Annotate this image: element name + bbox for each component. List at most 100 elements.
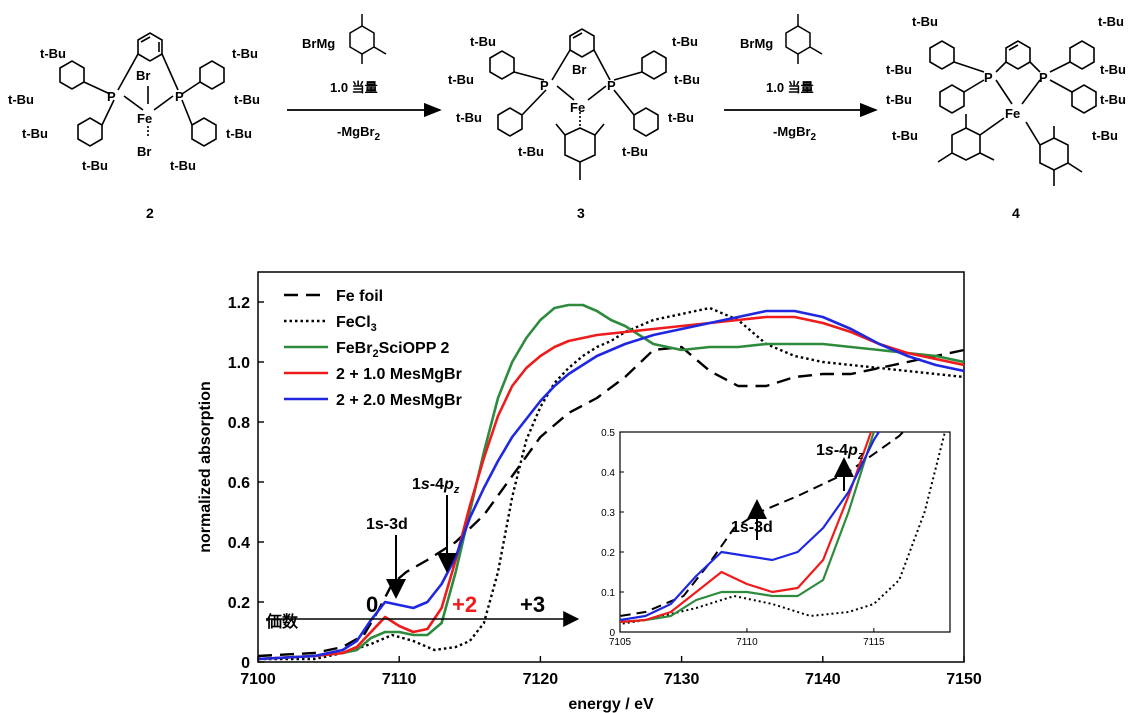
svg-text:t-Bu: t-Bu: [40, 46, 66, 61]
y-tick-label: 0.2: [228, 595, 250, 612]
inset-annotation-1s-4pz: 1s-4pz: [816, 442, 864, 462]
svg-text:t-Bu: t-Bu: [226, 126, 252, 141]
arrow-1-byproduct: -MgBr2: [337, 124, 381, 143]
legend-label-4: 2 + 2.0 MesMgBr: [336, 392, 462, 409]
y-axis-ticks: 0 0.2 0.4 0.6 0.8 1.0 1.2: [228, 295, 264, 672]
inset-y-tick-label: 0.1: [601, 588, 615, 599]
svg-text:Br: Br: [136, 68, 150, 83]
svg-text:t-Bu: t-Bu: [1092, 128, 1118, 143]
svg-text:t-Bu: t-Bu: [518, 144, 544, 159]
reaction-arrow-1: BrMg 1.0 当量 -MgBr2: [287, 14, 442, 143]
legend-label-3: 2 + 1.0 MesMgBr: [336, 366, 462, 383]
svg-text:Fe: Fe: [137, 111, 152, 126]
arrow-2-equiv: 1.0 当量: [766, 80, 814, 95]
series-line-4: [258, 309, 964, 661]
arrow-2-byproduct: -MgBr2: [773, 124, 817, 143]
compound-3-atoms: Br P P Fe t-Bu t-Bu t-Bu t-Bu t-Bu t-Bu …: [448, 34, 700, 159]
inset-y-tick-label: 0.2: [601, 548, 615, 559]
y-tick-label: 0: [241, 655, 250, 672]
svg-text:t-Bu: t-Bu: [232, 46, 258, 61]
annotation-1s-3d: 1s-3d: [366, 516, 408, 533]
svg-text:t-Bu: t-Bu: [886, 62, 912, 77]
valence-label: 価数: [265, 612, 299, 631]
x-tick-label: 7150: [946, 671, 982, 688]
inset-y-tick-label: 0.5: [601, 428, 615, 439]
svg-text:Fe: Fe: [1005, 106, 1020, 121]
valence-plus-2: +2: [452, 592, 477, 617]
svg-text:Br: Br: [572, 62, 586, 77]
svg-text:t-Bu: t-Bu: [8, 92, 34, 107]
legend-label-2: FeBr2SciOPP 2: [336, 340, 450, 360]
y-tick-label: 0.4: [228, 535, 250, 552]
valence-0: 0: [366, 592, 378, 617]
series-line-3: [258, 315, 964, 661]
x-axis-label: energy / eV: [568, 696, 654, 713]
compound-3-structure: [489, 28, 667, 180]
compound-label-4: 4: [1012, 205, 1020, 221]
series-line-1: [258, 306, 964, 661]
arrow-1-equiv: 1.0 当量: [330, 80, 378, 95]
compound-label-3: 3: [577, 205, 585, 221]
y-tick-label: 1.0: [228, 355, 250, 372]
compound-2-atoms: Br P P Fe Br t-Bu t-Bu t-Bu t-Bu t-Bu t-…: [8, 46, 260, 173]
svg-text:t-Bu: t-Bu: [456, 110, 482, 125]
inset-series-line-2: [620, 432, 875, 624]
svg-text:t-Bu: t-Bu: [470, 34, 496, 49]
series-line-0: [258, 345, 964, 658]
series-line-2: [258, 303, 964, 661]
inset-series-line-4: [620, 432, 881, 622]
inset-y-tick-label: 0.4: [601, 468, 615, 479]
inset-series-line-3: [620, 432, 873, 624]
valence-plus-3: +3: [520, 592, 545, 617]
annotation-1s-4pz: 1s-4pz: [412, 476, 460, 496]
y-tick-label: 0.8: [228, 415, 250, 432]
svg-text:P: P: [107, 89, 116, 104]
svg-text:P: P: [984, 70, 993, 85]
svg-text:t-Bu: t-Bu: [892, 128, 918, 143]
compound-2-structure: [59, 32, 225, 147]
inset-series-line-0: [620, 432, 905, 618]
y-tick-label: 1.2: [228, 295, 250, 312]
compound-4-structure: [929, 40, 1097, 186]
inset-series-line-1: [620, 432, 946, 626]
arrow-2-reagent: BrMg: [740, 36, 773, 51]
x-tick-label: 7130: [664, 671, 700, 688]
svg-text:t-Bu: t-Bu: [912, 14, 938, 29]
svg-text:t-Bu: t-Bu: [448, 72, 474, 87]
inset-x-tick-label: 7115: [863, 637, 885, 648]
svg-text:P: P: [175, 89, 184, 104]
inset-y-tick-label: 0: [609, 628, 615, 639]
inset-series-group: [620, 432, 946, 626]
inset-annotations: 1s-3d 1s-4pz: [731, 442, 864, 540]
svg-text:P: P: [607, 78, 616, 93]
svg-text:t-Bu: t-Bu: [668, 110, 694, 125]
arrow-1-reagent: BrMg: [302, 36, 335, 51]
legend-label-0: Fe foil: [336, 288, 383, 305]
svg-text:t-Bu: t-Bu: [622, 144, 648, 159]
svg-text:Br: Br: [137, 144, 151, 159]
svg-text:t-Bu: t-Bu: [22, 126, 48, 141]
x-tick-label: 7110: [382, 671, 417, 688]
svg-text:t-Bu: t-Bu: [1098, 14, 1124, 29]
main-series-group: [258, 303, 964, 661]
svg-text:t-Bu: t-Bu: [234, 92, 260, 107]
main-annotations: 1s-3d 1s-4pz 価数 0 +2 +3: [265, 476, 580, 631]
x-tick-label: 7120: [523, 671, 559, 688]
svg-text:t-Bu: t-Bu: [1100, 92, 1126, 107]
compound-4-atoms: P P Fe t-Bu t-Bu t-Bu t-Bu t-Bu t-Bu t-B…: [886, 14, 1126, 143]
inset-annotation-1s-3d: 1s-3d: [731, 519, 773, 536]
y-axis-label: normalized absorption: [197, 381, 214, 553]
x-tick-label: 7100: [240, 671, 276, 688]
reaction-scheme: Br P P Fe Br t-Bu t-Bu t-Bu t-Bu t-Bu t-…: [8, 14, 1126, 221]
inset-x-tick-label: 7110: [736, 637, 758, 648]
reaction-arrow-2: BrMg 1.0 当量 -MgBr2: [724, 14, 878, 143]
svg-text:t-Bu: t-Bu: [1100, 62, 1126, 77]
svg-text:Fe: Fe: [570, 100, 585, 115]
y-tick-label: 0.6: [228, 475, 250, 492]
svg-text:t-Bu: t-Bu: [170, 158, 196, 173]
compound-label-2: 2: [146, 205, 154, 221]
